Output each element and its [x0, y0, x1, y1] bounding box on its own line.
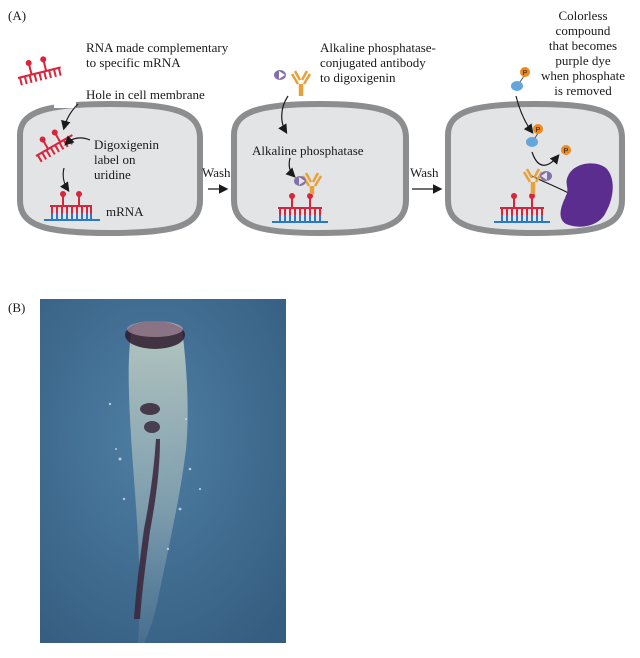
arrow-alkphos	[285, 157, 296, 178]
cell-2	[231, 100, 409, 237]
rna-probe-outside	[17, 56, 62, 86]
antibody-text: Alkaline phosphatase- conjugated antibod…	[320, 40, 436, 85]
arrow-hole	[61, 103, 79, 131]
compound-text: Colorless compound that becomes purple d…	[540, 8, 626, 98]
hybrid-3	[494, 168, 552, 223]
wash-text-2: Wash	[410, 165, 439, 180]
arrow-antibody-in	[278, 95, 289, 135]
embryo-photo	[40, 299, 286, 643]
arrow-compound-in	[515, 95, 534, 134]
arrow-cleave	[531, 151, 560, 166]
free-phosphate: P	[561, 145, 571, 155]
mrna-text: mRNA	[106, 204, 144, 219]
panel-a-label: (A)	[8, 8, 27, 23]
digoxigenin-text: Digoxigenin label on uridine	[94, 137, 159, 182]
embryo-head-rim	[127, 321, 183, 337]
hybrid-2	[272, 172, 328, 223]
compound-inside: P	[526, 124, 543, 147]
panel-b-label: (B)	[8, 300, 26, 315]
purple-dye	[560, 163, 613, 227]
stain-spot-2	[144, 421, 160, 433]
notochord-stain	[134, 439, 160, 619]
svg-text:P: P	[564, 148, 569, 155]
stain-spot-1	[140, 403, 160, 415]
arrow-hybridize	[60, 167, 70, 192]
rna-probe-text: RNA made complementary to specific mRNA	[86, 40, 229, 70]
svg-text:P: P	[523, 70, 528, 77]
svg-text:P: P	[536, 127, 541, 134]
membrane-hole	[54, 98, 76, 108]
compound-outside: P	[511, 67, 530, 91]
panel-a-diagram: P P P	[17, 56, 625, 237]
hole-text: Hole in cell membrane	[86, 87, 205, 102]
speckles	[108, 402, 202, 551]
hybrid-1	[44, 191, 100, 221]
antibody-outside	[274, 70, 312, 96]
alkaline-phosphatase-text: Alkaline phosphatase	[252, 143, 364, 158]
wash-text-1: Wash	[202, 165, 231, 180]
arrow-dig	[64, 135, 91, 146]
